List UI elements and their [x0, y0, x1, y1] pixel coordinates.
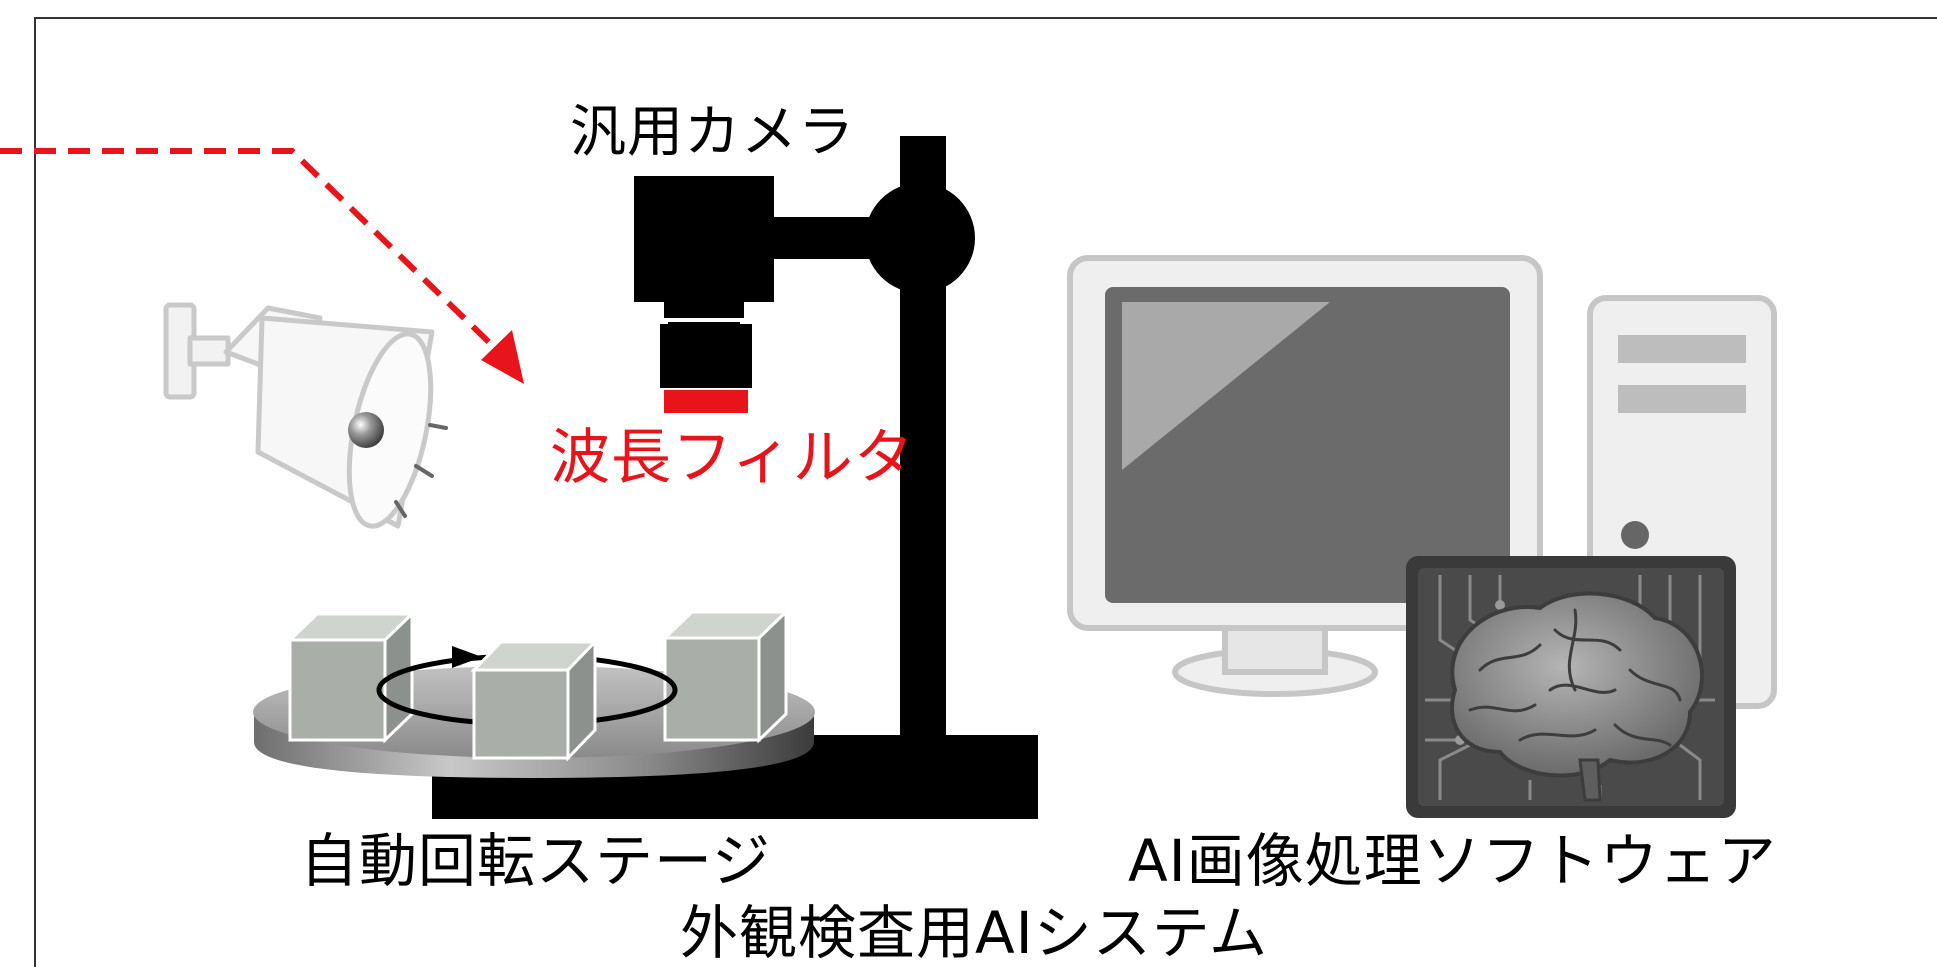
inspection-object-center [470, 638, 599, 762]
camera-icon [634, 176, 774, 388]
stage-label: 自動回転ステージ [300, 827, 771, 895]
light-path-arrow [0, 148, 524, 384]
system-title: 外観検査用AIシステム [680, 899, 1269, 967]
camera-stand-icon [432, 136, 1038, 819]
camera-label: 汎用カメラ [570, 100, 855, 165]
inspection-object-right [661, 608, 790, 744]
ai-brain-icon [1406, 556, 1736, 818]
wavelength-filter [664, 390, 748, 413]
filter-label: 波長フィルタ [550, 423, 915, 493]
diagram-frame [34, 17, 1937, 967]
spotlight-icon [163, 302, 448, 529]
desktop-computer-icon [1067, 255, 1777, 709]
software-label: AI画像処理ソフトウェア [1128, 827, 1777, 895]
